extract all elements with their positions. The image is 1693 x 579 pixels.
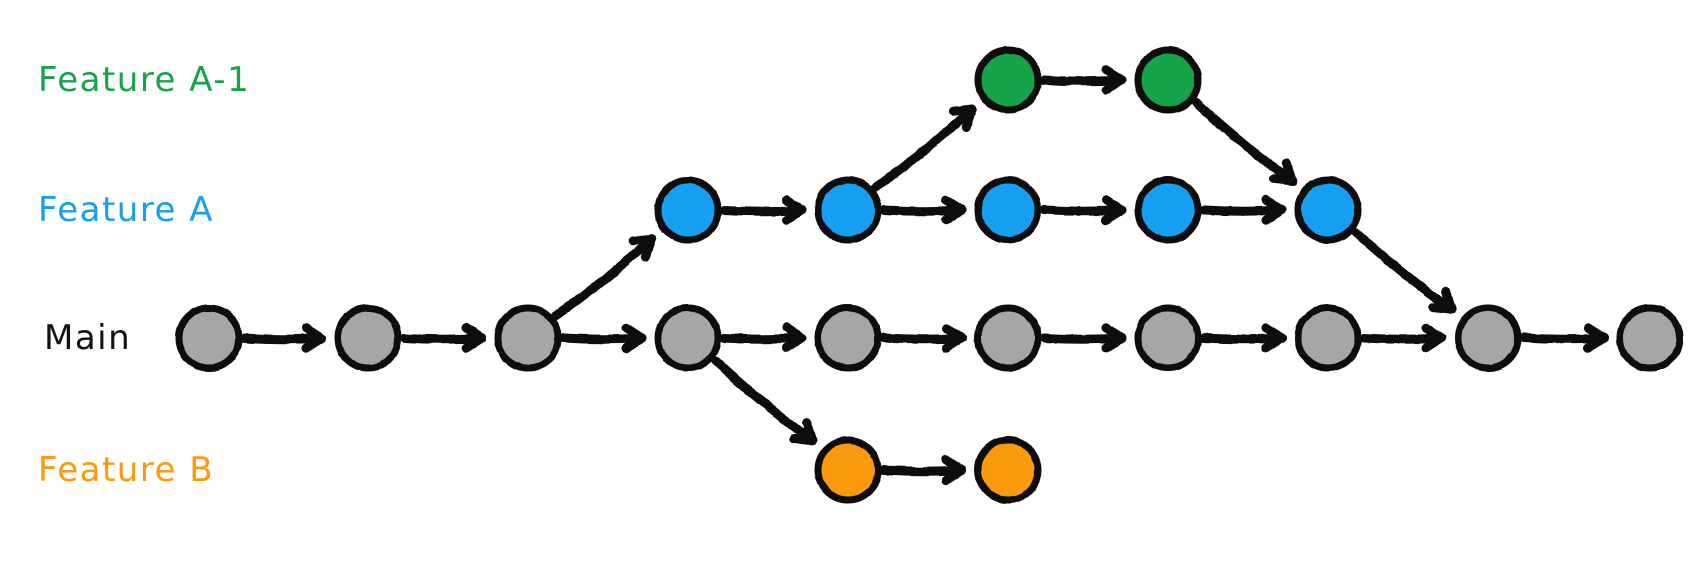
edge	[1039, 65, 1127, 95]
commit-node[interactable]	[814, 176, 882, 244]
edge	[871, 104, 977, 192]
edge	[1519, 323, 1609, 353]
edge	[240, 323, 327, 353]
commit-node[interactable]	[1616, 304, 1684, 372]
lane-label-feature-b: Feature B	[38, 450, 215, 490]
commit-node[interactable]	[1294, 176, 1362, 244]
edge	[719, 195, 807, 225]
edge	[551, 234, 657, 321]
commit-node[interactable]	[334, 304, 402, 372]
edge	[1191, 98, 1297, 186]
edge	[1351, 227, 1457, 314]
commit-node[interactable]	[1134, 46, 1202, 114]
commit-node[interactable]	[974, 436, 1042, 504]
edge	[399, 323, 487, 353]
commit-node[interactable]	[974, 176, 1042, 244]
commit-node[interactable]	[175, 304, 243, 372]
nodes-layer	[175, 46, 1684, 504]
commit-node[interactable]	[974, 304, 1042, 372]
edge	[879, 323, 967, 353]
edge	[711, 356, 818, 446]
edges-layer	[240, 65, 1609, 485]
lane-label-feature-a-1: Feature A-1	[38, 60, 251, 100]
edge	[879, 455, 967, 485]
commit-node[interactable]	[1294, 304, 1362, 372]
commit-node[interactable]	[1454, 304, 1522, 372]
commit-node[interactable]	[1134, 304, 1202, 372]
edge	[1039, 195, 1127, 225]
commit-node[interactable]	[814, 304, 882, 372]
edge	[879, 195, 967, 225]
commit-node[interactable]	[494, 304, 562, 372]
commit-node[interactable]	[974, 46, 1042, 114]
edge	[1199, 323, 1287, 353]
lane-label-feature-a: Feature A	[38, 190, 215, 230]
commit-node[interactable]	[654, 304, 722, 372]
commit-node[interactable]	[654, 176, 722, 244]
edge	[719, 323, 807, 353]
commit-node[interactable]	[814, 436, 882, 504]
lane-label-main: Main	[44, 318, 132, 358]
commit-node[interactable]	[1134, 176, 1202, 244]
edge	[559, 323, 647, 353]
edge	[1359, 323, 1447, 353]
edge	[1039, 323, 1127, 353]
edge	[1199, 195, 1287, 225]
